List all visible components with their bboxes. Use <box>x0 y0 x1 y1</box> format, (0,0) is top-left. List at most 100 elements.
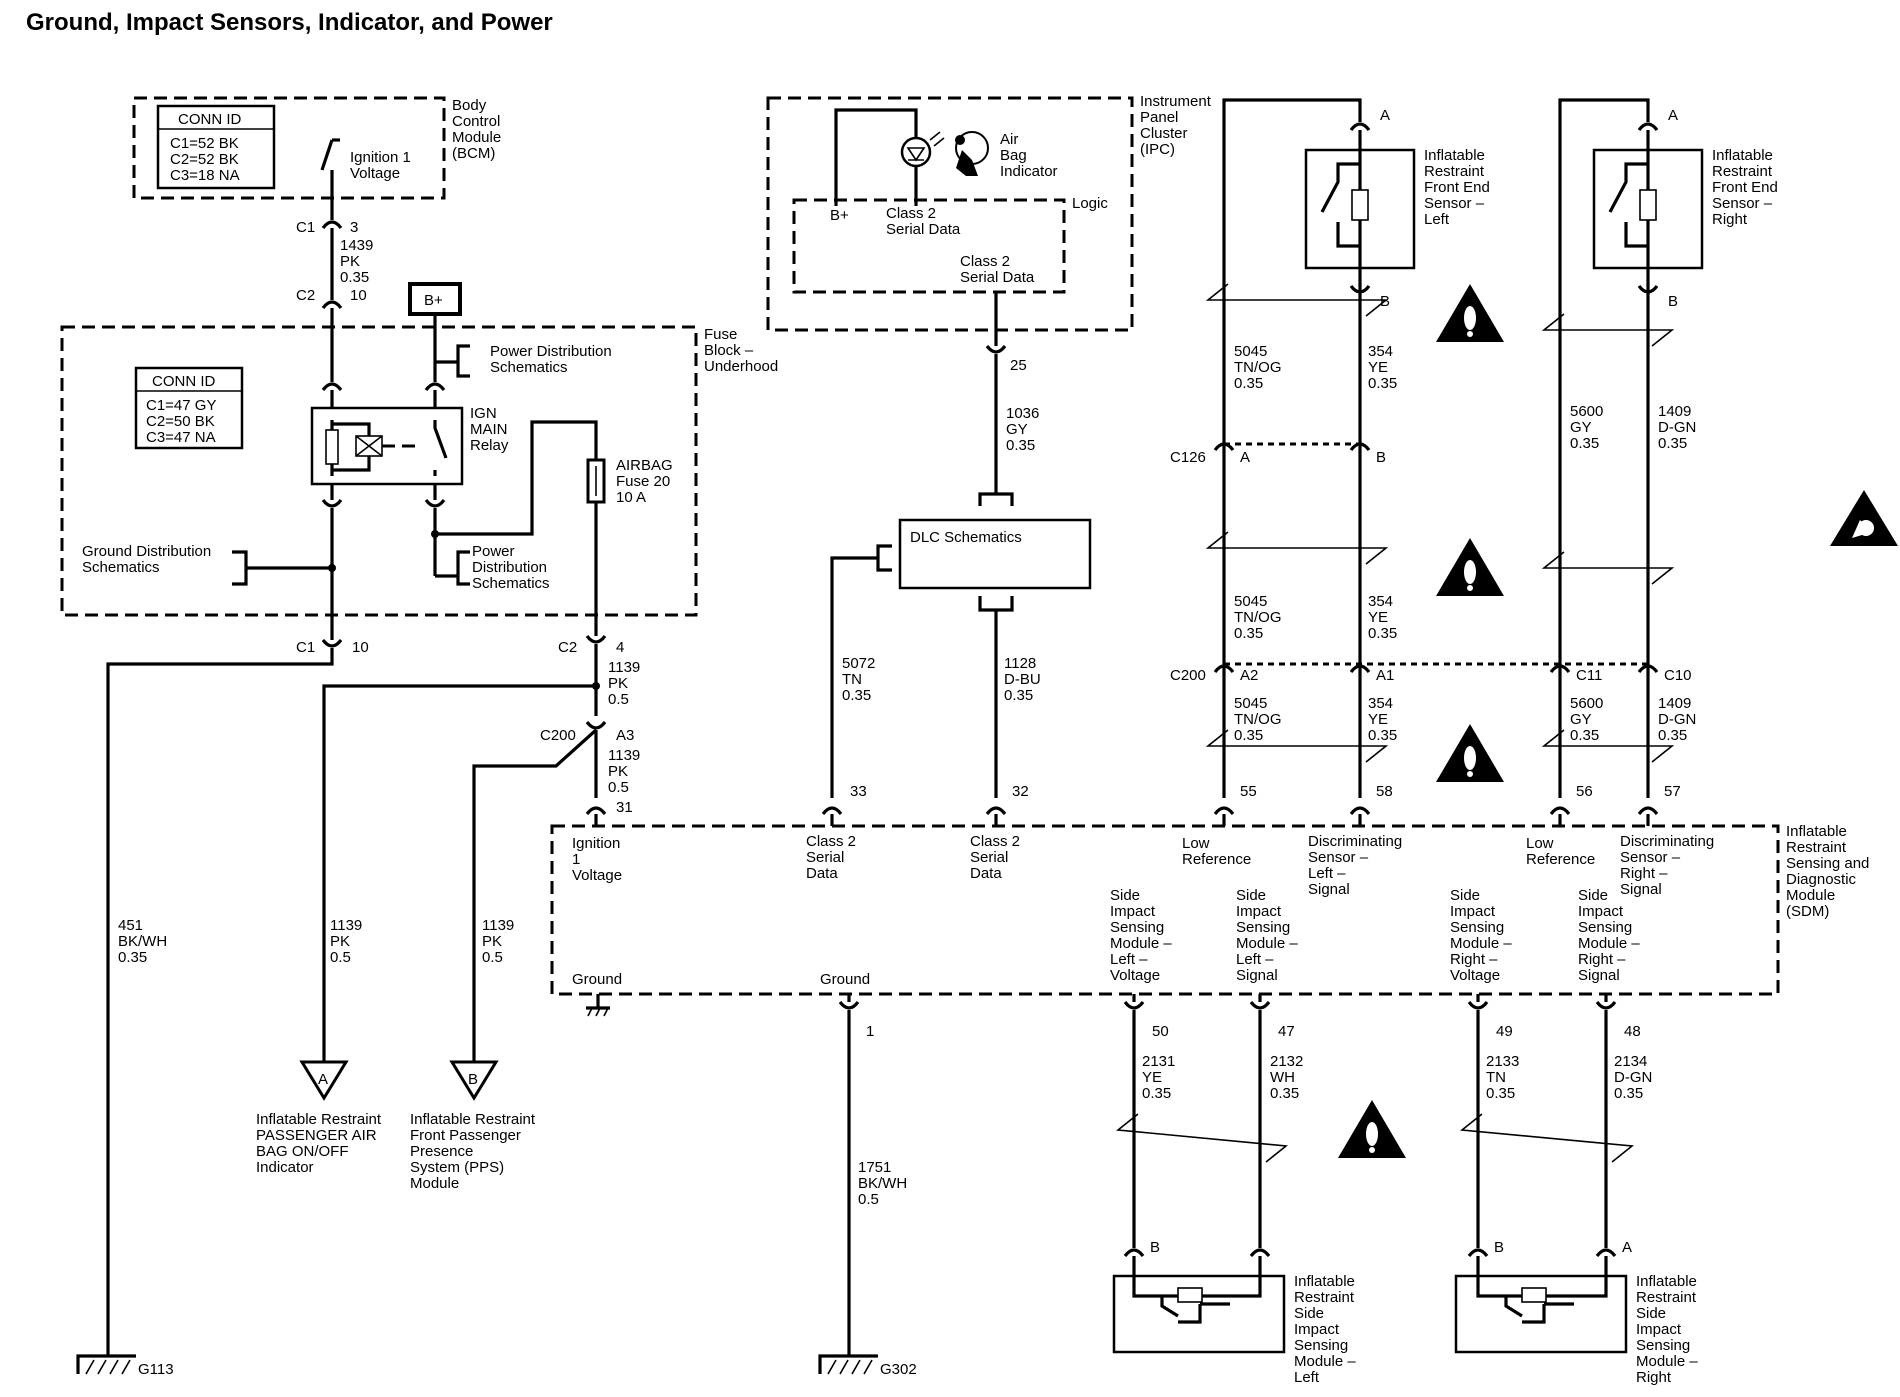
connector-c10 <box>1637 664 1659 674</box>
svg-text:PASSENGER AIR: PASSENGER AIR <box>256 1127 377 1144</box>
svg-text:Low: Low <box>1182 835 1210 852</box>
svg-text:Presence: Presence <box>410 1143 473 1160</box>
battery-positive-box: B+ <box>408 282 462 316</box>
connector-c200-a1 <box>1349 664 1371 674</box>
svg-text:Schematics: Schematics <box>82 559 160 576</box>
pin-label: 56 <box>1576 783 1593 800</box>
svg-text:0.35: 0.35 <box>1658 435 1687 452</box>
wire-451 <box>106 648 334 1356</box>
ipc-outline <box>766 96 1134 332</box>
svg-text:0.5: 0.5 <box>608 779 629 796</box>
pin-label: A <box>1380 107 1390 124</box>
svg-text:Control: Control <box>452 113 500 130</box>
svg-text:0.5: 0.5 <box>482 949 503 966</box>
pin-label: A3 <box>616 727 634 744</box>
connector-label: C1 <box>296 219 315 236</box>
svg-text:Relay: Relay <box>470 437 509 454</box>
ipc-bplus-label: B+ <box>830 207 849 224</box>
svg-text:Diagnostic: Diagnostic <box>1786 871 1857 888</box>
svg-text:Air: Air <box>1000 131 1018 148</box>
sdm-pin-side-right-signal: Side Impact Sensing Module – Right – Sig… <box>1578 887 1640 984</box>
svg-text:D-GN: D-GN <box>1658 419 1696 436</box>
svg-text:1139: 1139 <box>482 917 514 934</box>
svg-text:Sensing: Sensing <box>1294 1337 1348 1354</box>
connector-sdm-1 <box>838 1000 860 1010</box>
ipc-label: Instrument Panel Cluster (IPC) <box>1140 93 1212 158</box>
svg-text:C2=52 BK: C2=52 BK <box>170 151 239 168</box>
svg-text:A: A <box>318 1071 328 1088</box>
svg-text:Reference: Reference <box>1182 851 1251 868</box>
svg-text:Module: Module <box>410 1175 459 1192</box>
svg-text:0.5: 0.5 <box>330 949 351 966</box>
svg-text:1128: 1128 <box>1004 655 1036 672</box>
svg-text:Right –: Right – <box>1450 951 1498 968</box>
svg-text:Module –: Module – <box>1578 935 1640 952</box>
svg-text:1139: 1139 <box>608 747 640 764</box>
svg-text:Low: Low <box>1526 835 1554 852</box>
svg-text:(SDM): (SDM) <box>1786 903 1829 920</box>
svg-text:Fuse 20: Fuse 20 <box>616 473 670 490</box>
wire-ipc-bplus <box>834 108 918 206</box>
svg-text:B: B <box>468 1071 478 1088</box>
svg-text:Serial: Serial <box>806 849 844 866</box>
svg-text:Impact: Impact <box>1110 903 1156 920</box>
connector-sdm-56 <box>1549 806 1571 816</box>
pin-label: 50 <box>1152 1023 1169 1040</box>
svg-text:Side: Side <box>1578 887 1608 904</box>
side-impact-module-right-label: Inflatable Restraint Side Impact Sensing… <box>1636 1273 1698 1386</box>
svg-text:PK: PK <box>608 675 628 692</box>
side-impact-module-right <box>1454 1256 1628 1354</box>
svg-text:D-GN: D-GN <box>1614 1069 1652 1086</box>
svg-text:TN: TN <box>1486 1069 1506 1086</box>
wire-label-1409-a: 1409 D-GN 0.35 <box>1658 403 1696 452</box>
svg-text:Module –: Module – <box>1110 935 1172 952</box>
svg-text:BAG ON/OFF: BAG ON/OFF <box>256 1143 349 1160</box>
svg-text:Schematics: Schematics <box>490 359 568 376</box>
svg-text:Inflatable Restraint: Inflatable Restraint <box>410 1111 536 1128</box>
svg-text:CONN ID: CONN ID <box>178 111 242 128</box>
svg-text:0.35: 0.35 <box>1486 1085 1515 1102</box>
connector-c126-a <box>1213 442 1235 452</box>
svg-text:Inflatable: Inflatable <box>1424 147 1485 164</box>
svg-text:2134: 2134 <box>1614 1053 1647 1070</box>
pin-label: B <box>1376 449 1386 466</box>
svg-text:1439: 1439 <box>340 237 373 254</box>
side-left-pin-b <box>1123 1248 1145 1258</box>
relay-terminal <box>424 498 446 508</box>
svg-text:PK: PK <box>482 933 502 950</box>
svg-text:(IPC): (IPC) <box>1140 141 1175 158</box>
wire-5072 <box>830 556 878 798</box>
svg-text:YE: YE <box>1368 711 1388 728</box>
svg-text:5600: 5600 <box>1570 403 1603 420</box>
dlc-bottom-tab <box>978 596 1014 612</box>
svg-text:5045: 5045 <box>1234 695 1267 712</box>
wire <box>1132 994 1608 1002</box>
sensor-right-pin-a <box>1637 122 1659 132</box>
svg-text:Voltage: Voltage <box>1450 967 1500 984</box>
svg-text:Class 2: Class 2 <box>960 253 1010 270</box>
fuse-block-conn-id-table: CONN ID C1=47 GY C2=50 BK C3=47 NA <box>134 366 244 450</box>
svg-text:GY: GY <box>1570 711 1592 728</box>
chassis-ground-symbol <box>586 994 610 1017</box>
svg-text:1409: 1409 <box>1658 403 1691 420</box>
svg-text:Serial Data: Serial Data <box>886 221 961 238</box>
side-impact-module-left-label: Inflatable Restraint Side Impact Sensing… <box>1294 1273 1356 1386</box>
svg-text:0.35: 0.35 <box>1570 435 1599 452</box>
pin-label: 49 <box>1496 1023 1513 1040</box>
svg-text:BK/WH: BK/WH <box>858 1175 907 1192</box>
svg-text:354: 354 <box>1368 695 1393 712</box>
pin-label: 31 <box>616 799 633 816</box>
ground-g302-symbol: G302 <box>818 1354 917 1378</box>
wire-label-2132: 2132 WH 0.35 <box>1270 1053 1303 1102</box>
svg-text:Front Passenger: Front Passenger <box>410 1127 521 1144</box>
svg-text:Sensing: Sensing <box>1236 919 1290 936</box>
connector-sdm-49 <box>1467 1000 1489 1010</box>
svg-text:354: 354 <box>1368 593 1393 610</box>
connector-c1-bcm <box>321 220 343 230</box>
svg-text:D-BU: D-BU <box>1004 671 1041 688</box>
svg-text:Data: Data <box>970 865 1002 882</box>
warning-icon <box>1338 1100 1406 1158</box>
connector-sdm-48 <box>1595 1000 1617 1010</box>
ground-g113-symbol: G113 <box>76 1354 174 1378</box>
